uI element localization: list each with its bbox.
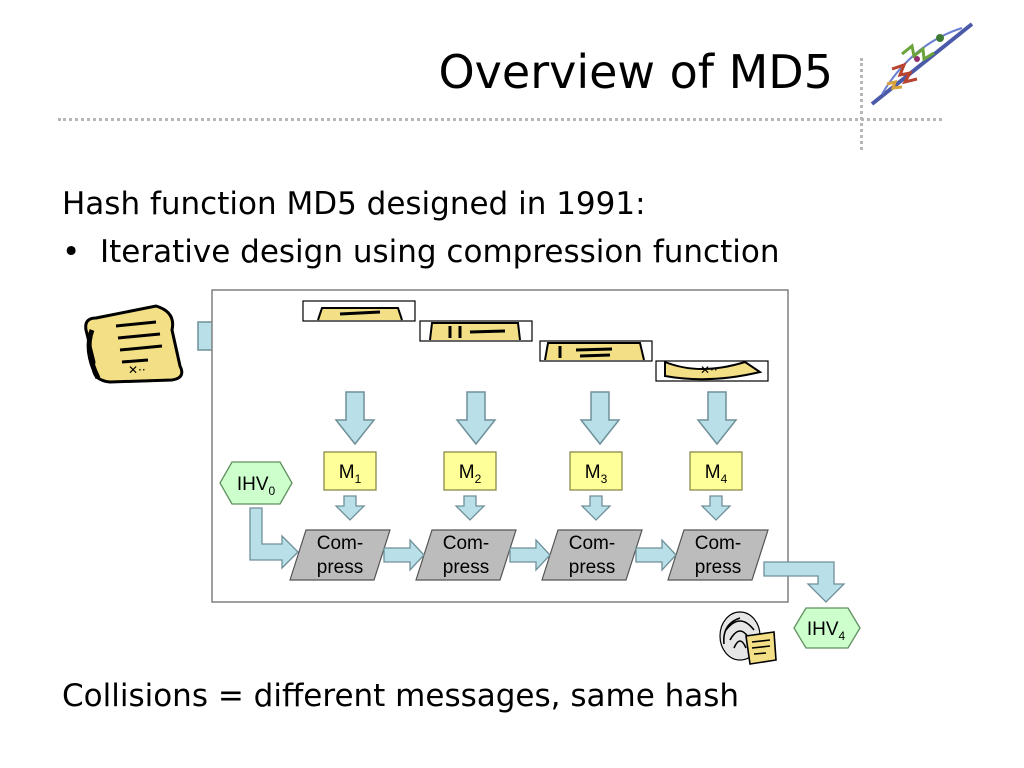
compress-block-2: Com- press: [415, 529, 517, 581]
svg-text:M4: M4: [705, 462, 728, 486]
intro-text: Hash function MD5 designed in 1991:: [62, 186, 646, 222]
svg-text:press: press: [569, 557, 615, 578]
svg-text:Com-: Com-: [695, 533, 741, 554]
svg-text:M3: M3: [585, 462, 608, 486]
header-vertical-divider: [860, 58, 863, 150]
bullet-text: Iterative design using compression funct…: [100, 234, 780, 270]
message-to-compress-arrows: [334, 495, 732, 521]
compress-block-1: Com- press: [289, 529, 391, 581]
svg-text:✕··: ✕··: [700, 363, 718, 377]
bullet-item: • Iterative design using compression func…: [62, 234, 779, 270]
feather-art-icon: [870, 22, 974, 106]
message-block-4: M4: [689, 451, 743, 491]
document-strip-icon: ✕··: [302, 300, 769, 382]
output-arrow: [763, 561, 846, 603]
ihv-start-arrow: [249, 507, 299, 570]
header-divider: [58, 118, 942, 121]
svg-text:press: press: [443, 557, 489, 578]
message-block-2: M2: [443, 451, 497, 491]
collisions-text: Collisions = different messages, same ha…: [62, 678, 740, 714]
svg-text:press: press: [317, 557, 363, 578]
fingerprint-document-icon: [719, 611, 777, 665]
svg-text:Com-: Com-: [569, 533, 615, 554]
svg-text:press: press: [695, 557, 741, 578]
message-block-1: M1: [323, 451, 377, 491]
svg-text:Com-: Com-: [443, 533, 489, 554]
svg-text:M2: M2: [459, 462, 482, 486]
svg-text:✕··: ✕··: [128, 363, 146, 377]
chaining-arrows: [383, 538, 677, 572]
compress-block-3: Com- press: [541, 529, 643, 581]
svg-text:IHV0: IHV0: [237, 474, 276, 498]
ihv-start: IHV0: [219, 461, 293, 505]
down-arrows: [334, 391, 738, 446]
slide-title: Overview of MD5: [438, 45, 833, 99]
svg-text:M1: M1: [339, 462, 362, 486]
svg-text:Com-: Com-: [317, 533, 363, 554]
compress-block-4: Com- press: [667, 529, 769, 581]
document-scroll-icon: ✕··: [84, 304, 184, 384]
bullet-marker: •: [62, 234, 81, 270]
message-block-3: M3: [569, 451, 623, 491]
svg-text:IHV4: IHV4: [807, 619, 846, 643]
ihv-end: IHV4: [793, 607, 861, 649]
